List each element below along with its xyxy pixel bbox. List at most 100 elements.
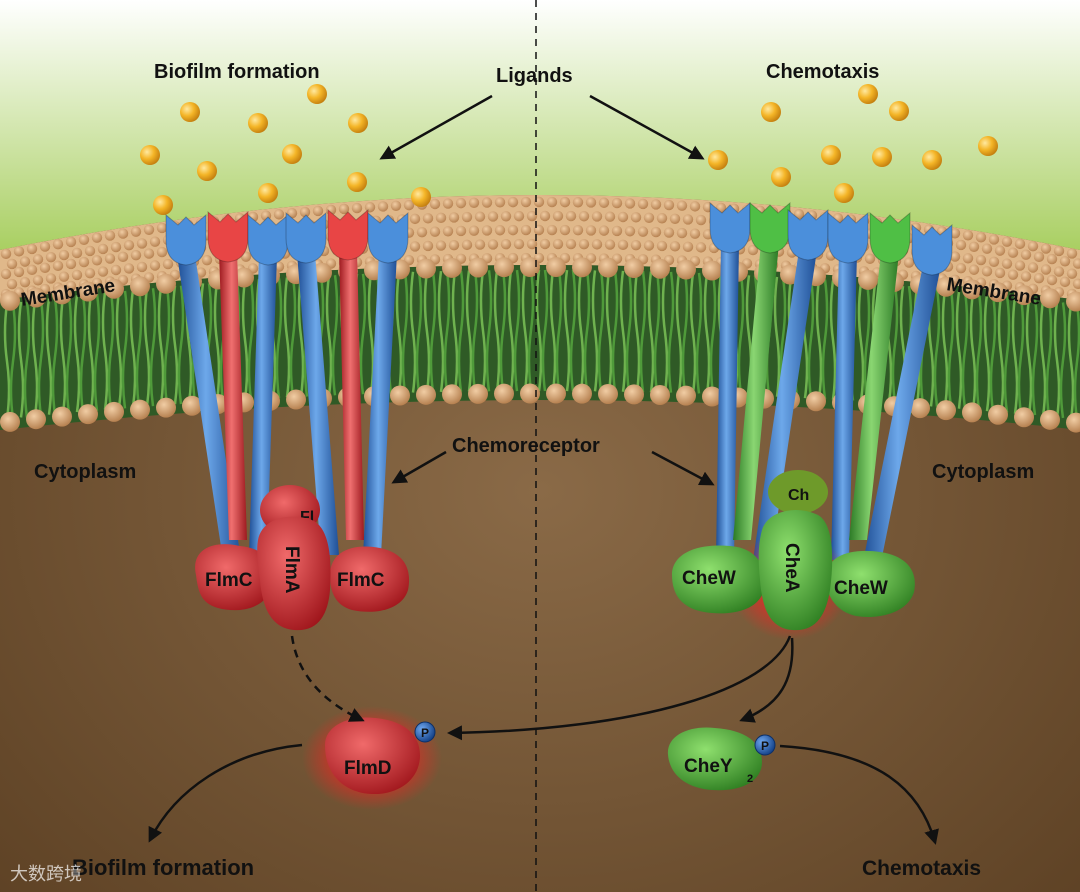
lipid-head-top: [1001, 236, 1013, 247]
lipid-head-top: [1046, 274, 1058, 286]
lipid-head-top: [611, 197, 623, 209]
lipid-tail: [647, 271, 655, 393]
lipid-head-top: [455, 225, 467, 237]
lipid-head-top: [604, 211, 616, 222]
lipid-tail: [605, 270, 613, 392]
arrow-ligands-to-right: [589, 94, 705, 160]
lipid-head-top: [1053, 245, 1065, 257]
lipid-head-top: [13, 266, 25, 278]
ligand-ball: [347, 172, 367, 192]
lipid-head-top: [32, 254, 44, 265]
lipid-tail: [247, 280, 255, 400]
lipid-head-lower: [416, 384, 436, 405]
lipid-head-top: [526, 210, 538, 222]
lipid-head-top: [546, 196, 558, 208]
lipid-head-top: [669, 213, 681, 224]
lipid-tail: [479, 270, 487, 392]
lipid-head-top: [78, 256, 90, 268]
lipid-head-top: [26, 243, 38, 255]
lipid-tail: [1059, 302, 1067, 419]
lipid-head-top: [1014, 238, 1026, 250]
receptor-head: [247, 213, 289, 266]
lipid-head-top: [624, 226, 636, 237]
lipid-tail: [73, 295, 81, 413]
lipid-head-top: [338, 203, 350, 215]
lipid-tail: [709, 273, 717, 395]
receptor-head: [285, 211, 327, 264]
lipid-head-top: [747, 244, 759, 256]
lipid-head-top: [435, 240, 447, 251]
lipid-head-top: [481, 225, 493, 236]
lipid-head-top: [461, 211, 473, 223]
receptor-rod: [827, 211, 869, 560]
receptor-head: [911, 223, 953, 276]
receptor-rod: [165, 213, 241, 560]
lipid-head-top: [1027, 262, 1039, 273]
lipid-tail: [429, 271, 437, 393]
lipid-head-top: [676, 227, 688, 239]
lipid-head-lower: [1014, 407, 1034, 428]
lipid-head-top: [520, 224, 532, 236]
lipid-head-top: [949, 228, 961, 239]
lipid-tail: [93, 293, 101, 411]
lipid-tail: [457, 270, 465, 392]
lipid-head-top: [149, 260, 161, 271]
lipid-head-upper: [416, 258, 436, 279]
lipid-tail: [555, 269, 563, 392]
lipid-head-top: [130, 249, 142, 261]
lipid-head-lower: [572, 383, 592, 404]
right-chemoreceptor-array: [709, 201, 953, 562]
arrow-chemoreceptor-to-right: [651, 450, 715, 486]
lipid-tail: [933, 288, 941, 407]
lipid-tail: [51, 298, 59, 415]
lipid-head-top: [58, 271, 70, 282]
lipid-tail: [1073, 304, 1080, 420]
lipid-head-top: [637, 198, 649, 210]
lipid-tail: [667, 271, 675, 393]
lipid-tail: [535, 269, 543, 392]
lipid-tail: [807, 278, 815, 399]
lipid-head-top: [676, 200, 688, 211]
lipid-tail: [65, 296, 73, 414]
lipid-head-top: [494, 225, 506, 236]
lipid-head-top: [526, 238, 538, 250]
ligand-ball: [922, 150, 942, 170]
lipid-head-top: [682, 214, 694, 225]
receptor-rod: [285, 211, 339, 555]
ligand-ball: [307, 84, 327, 104]
lipid-head-lower: [182, 395, 202, 416]
lipid-head-top: [487, 239, 499, 250]
lipid-head-top: [955, 239, 967, 251]
lipid-tail: [941, 289, 949, 408]
lipid-head-top: [1033, 251, 1045, 263]
receptor-head: [869, 211, 911, 264]
ligand-ball: [153, 195, 173, 215]
lipid-tail: [1011, 297, 1019, 414]
lipid-head-top: [968, 241, 980, 252]
lipid-tail: [37, 300, 45, 417]
lipid-tail: [499, 270, 507, 392]
receptor-rod: [709, 201, 751, 560]
lipid-head-top: [429, 226, 441, 237]
ligand-ball: [197, 161, 217, 181]
lipid-head-top: [663, 199, 675, 211]
lipid-head-top: [65, 236, 77, 248]
lipid-tail: [443, 270, 451, 393]
lipid-head-upper: [78, 281, 98, 302]
lipid-tail: [577, 270, 585, 392]
chea-back-blob: [768, 470, 828, 514]
lipid-head-top: [1072, 258, 1080, 269]
lipid-tail: [163, 286, 171, 406]
lipid-head-top: [351, 202, 363, 214]
lipid-head-top: [663, 227, 675, 238]
lipid-head-top: [273, 209, 285, 220]
lipid-head-upper: [0, 290, 20, 311]
lipid-head-upper: [598, 257, 618, 278]
top-left-title: Biofilm formation: [154, 61, 320, 83]
left-chemoreceptor-array: [165, 208, 409, 560]
lipid-head-top: [97, 243, 109, 255]
lipid-head-top: [1007, 269, 1019, 280]
receptor-stalk: [849, 253, 899, 540]
lipid-head-top: [481, 197, 493, 208]
